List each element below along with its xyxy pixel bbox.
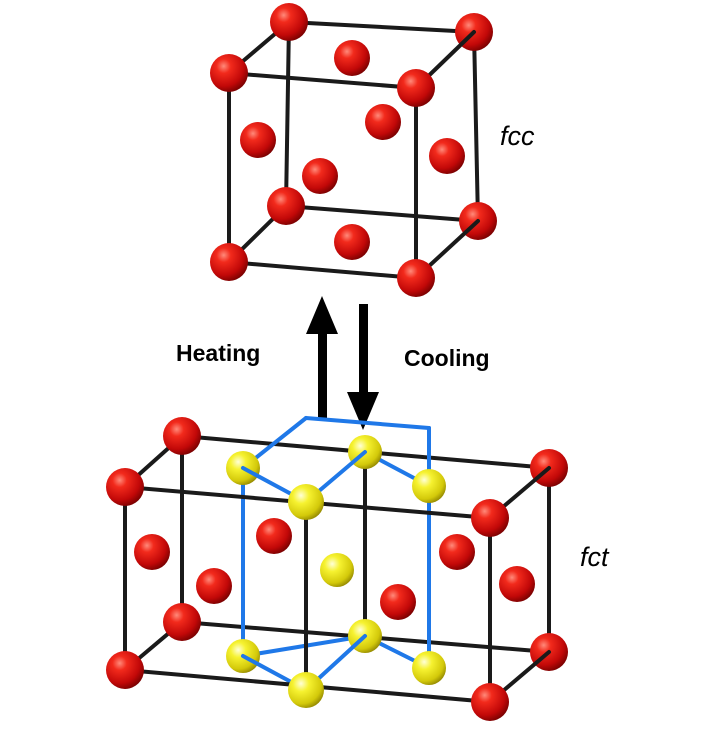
fct-right-face-atom <box>499 566 535 602</box>
fcc-label: fcc <box>500 121 535 151</box>
fct-face-atom <box>380 584 416 620</box>
fct-face-atom <box>439 534 475 570</box>
fcc-left-face-atom <box>240 122 276 158</box>
bct-front-atom <box>288 672 324 708</box>
fcc-front-atoms <box>210 54 435 297</box>
fcc-back-corner-atom <box>267 187 305 225</box>
bct-yellow-atoms <box>226 435 446 685</box>
fcc-front-corner-atom <box>397 259 435 297</box>
fct-front-corner-atom <box>471 499 509 537</box>
fcc-top-face-atom <box>365 104 401 140</box>
fct-front-corner-atom <box>106 468 144 506</box>
fcc-right-face-atom <box>429 138 465 174</box>
fct-front-corner-atom <box>471 683 509 721</box>
fct-front-corner-atom <box>106 651 144 689</box>
cooling-label: Cooling <box>404 345 490 371</box>
bct-corner-atom <box>412 469 446 503</box>
fcc-front-face-atom <box>302 158 338 194</box>
fct-unit-cell <box>106 416 568 721</box>
fcc-front-corner-atom <box>210 54 248 92</box>
fct-face-atom <box>196 568 232 604</box>
fct-face-atom <box>256 518 292 554</box>
cooling-down-arrow-icon <box>347 304 379 430</box>
fcc-front-corner-atom <box>397 69 435 107</box>
fcc-back-corner-atom <box>270 3 308 41</box>
bct-front-atom <box>288 484 324 520</box>
fcc-bottom-face-atom <box>334 224 370 260</box>
fcc-front-corner-atom <box>210 243 248 281</box>
bct-body-center-atom <box>320 553 354 587</box>
heating-up-arrow-icon <box>306 296 338 420</box>
bct-corner-atom <box>412 651 446 685</box>
fcc-back-face-atom <box>334 40 370 76</box>
fct-left-face-atom <box>134 534 170 570</box>
fct-back-corner-atom <box>163 603 201 641</box>
fct-label: fct <box>580 542 610 572</box>
fct-back-corner-atom <box>163 417 201 455</box>
fcc-unit-cell <box>210 3 497 297</box>
fcc-front-edges <box>227 30 480 280</box>
fct-front-atoms <box>106 468 509 721</box>
heating-label: Heating <box>176 340 260 366</box>
fcc-back-atoms <box>240 3 497 260</box>
